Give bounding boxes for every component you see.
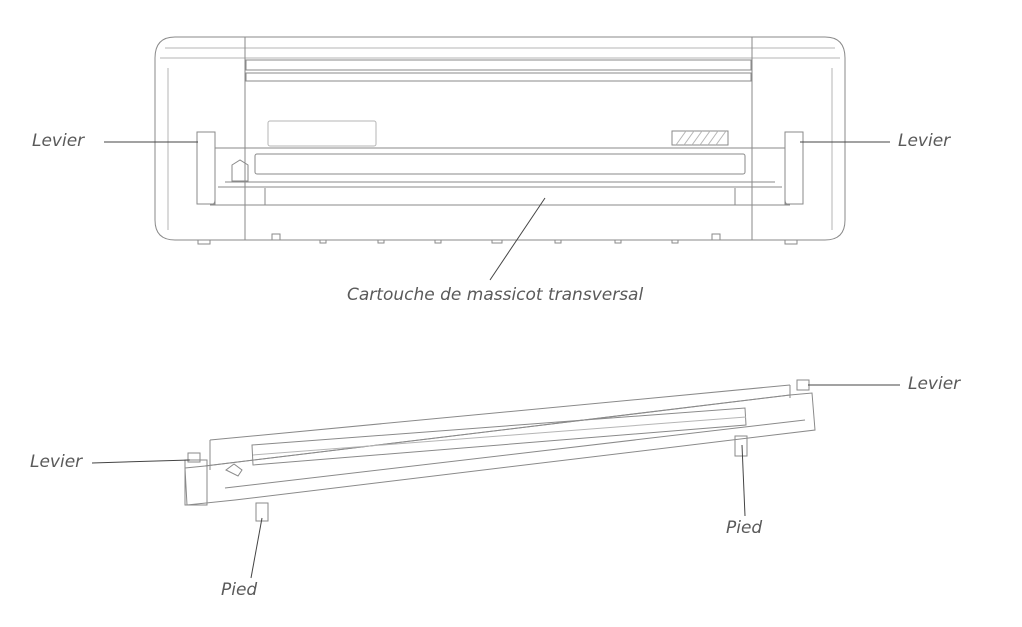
cutter-cartridge-view [184, 379, 816, 522]
label-cart-lever-right: Levier [908, 374, 961, 394]
label-front-lever-left: Levier [32, 131, 85, 151]
label-front-lever-right: Levier [898, 131, 951, 151]
label-cartridge: Cartouche de massicot transversal [347, 285, 644, 305]
leader-lines [91, 141, 900, 579]
label-cart-lever-left: Levier [30, 452, 83, 472]
label-foot-right: Pied [726, 518, 763, 538]
label-foot-left: Pied [221, 580, 258, 600]
printer-front-view [154, 36, 846, 245]
